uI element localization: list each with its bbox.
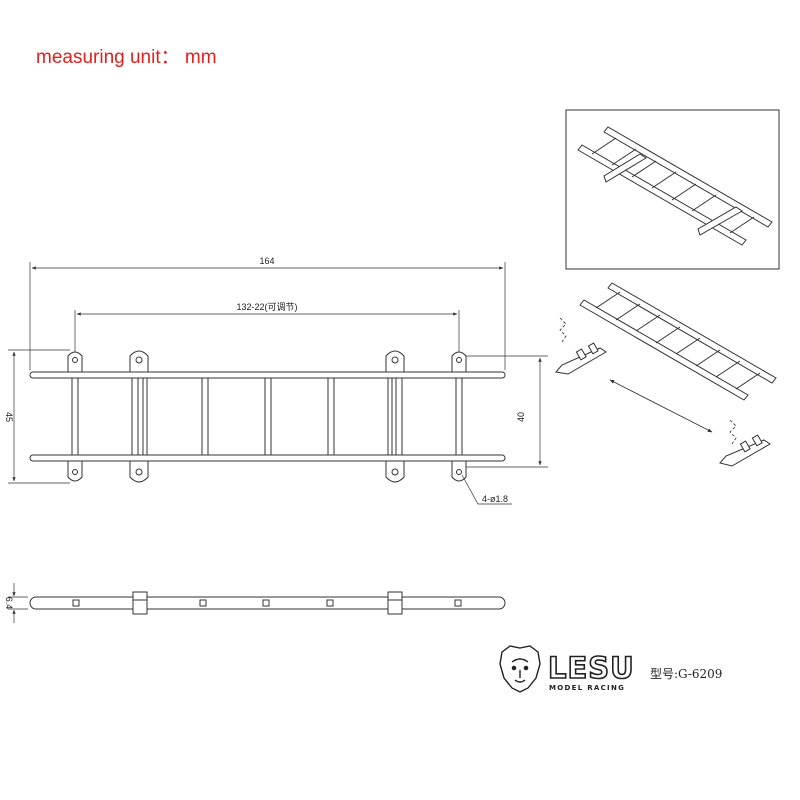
dim-thickness: 6.4 — [4, 597, 14, 610]
rungs — [71, 377, 463, 456]
explode-arrows — [559, 317, 737, 445]
side-view — [8, 583, 506, 623]
dim-adjustable-length: 132-22(可调节) — [236, 302, 297, 312]
brand-logo-text: LESU — [548, 651, 635, 685]
lion-head-icon — [499, 645, 541, 693]
side-rail — [29, 596, 506, 610]
dim-overall-length: 164 — [259, 256, 274, 266]
mount-tabs-top — [67, 350, 467, 373]
brand-tagline: MODEL RACING — [549, 684, 625, 692]
dim-outer-width: 45 — [4, 412, 14, 422]
top-rail — [29, 371, 506, 379]
dim-inner-width: 40 — [516, 412, 526, 422]
model-number: 型号:G-6209 — [650, 667, 722, 681]
iso-ladder-exploded — [579, 282, 777, 401]
bracket-left-exploded — [555, 342, 607, 375]
unit-note: measuring unit： mm — [36, 47, 217, 68]
iso-ladder-assembled — [577, 126, 773, 246]
top-view — [8, 262, 548, 505]
bottom-rail — [29, 454, 506, 462]
dim-holes: 4-ø1.8 — [482, 494, 508, 504]
bracket-right-exploded — [719, 434, 771, 467]
iso-view-frame — [565, 109, 780, 270]
hole-leader — [461, 474, 512, 505]
mount-tabs-bottom — [67, 460, 467, 483]
side-bracket-left — [132, 591, 148, 615]
side-bracket-right — [387, 591, 403, 615]
